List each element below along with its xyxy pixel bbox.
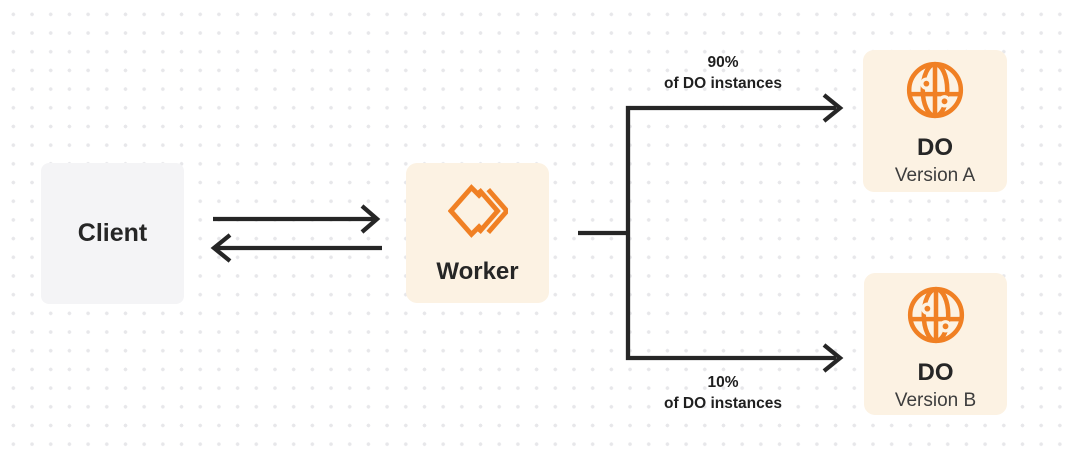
do-b-title: DO [917,359,954,386]
worker-label: Worker [436,258,519,285]
do-a-title: DO [917,134,953,161]
edge-label-10-percent: 10% of DO instances [613,372,833,414]
edge-label-90-percent: 90% of DO instances [613,52,833,94]
client-node: Client [41,163,184,304]
do-version-a-node: DO Version A [863,50,1007,192]
worker-to-client-arrow [210,233,382,263]
edge-label-90-line2: of DO instances [664,75,782,92]
client-label: Client [77,219,148,247]
branch-to-do-b-arrowhead [822,343,844,373]
worker-branch-connector [578,105,836,361]
branch-to-do-a-arrowhead [822,93,844,123]
globe-icon [907,286,965,344]
do-version-b-node: DO Version B [864,273,1007,415]
do-b-subtitle: Version B [894,390,977,411]
edge-label-10-line1: 10% [707,374,739,391]
edge-label-90-line1: 90% [707,54,739,71]
do-a-subtitle: Version A [894,165,976,186]
worker-node: Worker [406,163,549,303]
edge-label-10-line2: of DO instances [664,395,782,412]
workers-logo-icon [447,183,508,239]
client-to-worker-arrow [213,204,381,234]
globe-icon [906,61,964,119]
